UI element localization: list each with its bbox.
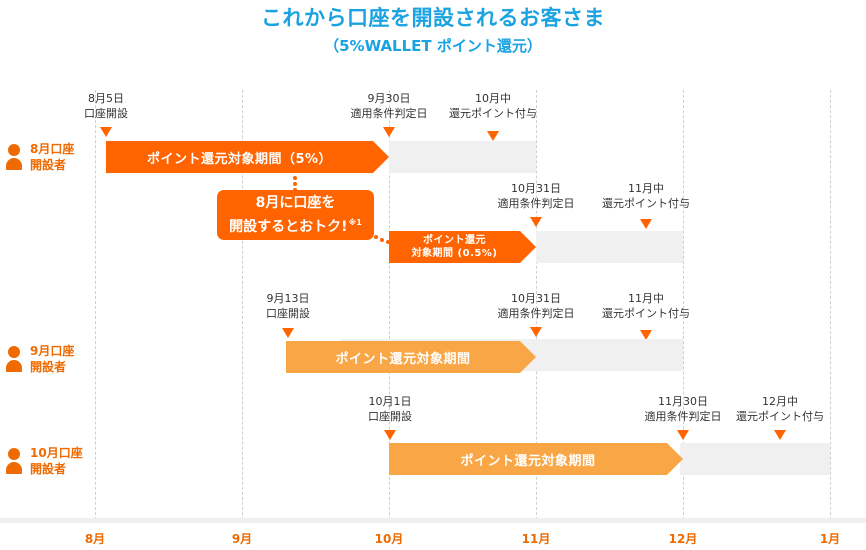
month-label: 10月	[374, 532, 404, 546]
connector-dot	[386, 240, 390, 244]
row-label-august: 8月口座 開設者	[6, 141, 74, 173]
row-label-line1: 10月口座	[30, 446, 83, 460]
arrow-tip	[520, 231, 536, 263]
marker-triangle-icon	[383, 127, 395, 137]
marker-triangle-icon	[487, 131, 499, 141]
event-label: 10月1日口座開設	[368, 395, 412, 423]
timeline-axis	[0, 518, 866, 523]
connector-dot	[380, 238, 384, 242]
event-label: 10月31日適用条件判定日	[497, 182, 575, 210]
row-label-line1: 8月口座	[30, 142, 75, 156]
page-title: これから口座を開設されるお客さま	[261, 6, 605, 30]
row-label-line1: 9月口座	[30, 344, 75, 358]
bonus-period-bar: ポイント還元対象期間 (0.5%)	[389, 231, 536, 263]
arrow-tip	[520, 341, 536, 373]
person-icon	[6, 344, 22, 374]
event-label: 11月中還元ポイント付与	[602, 182, 690, 210]
callout-line2: 開設するとおトク!	[229, 219, 348, 235]
promo-callout: 8月に口座を 開設するとおトク!※1	[217, 190, 374, 240]
person-icon	[6, 142, 22, 172]
bar-label: ポイント還元対象期間（5%）	[146, 151, 333, 167]
connector-dot	[293, 182, 297, 186]
marker-triangle-icon	[100, 127, 112, 137]
connector-dot	[374, 235, 378, 239]
marker-triangle-icon	[640, 219, 652, 229]
row-label-september: 9月口座 開設者	[6, 343, 74, 375]
arrow-tip	[667, 443, 683, 475]
month-label: 11月	[521, 532, 551, 546]
event-label: 8月5日口座開設	[84, 92, 128, 120]
month-label: 12月	[668, 532, 698, 546]
campaign-period-bar: ポイント還元対象期間	[389, 443, 683, 475]
gridline-oct	[389, 90, 390, 520]
row-label-october: 10月口座 開設者	[6, 445, 83, 477]
gridline-dec	[683, 90, 684, 520]
campaign-period-bar: ポイント還元対象期間	[286, 341, 536, 373]
marker-triangle-icon	[384, 430, 396, 440]
post-period-track	[680, 443, 830, 475]
month-label: 9月	[231, 532, 253, 546]
event-label: 10月31日適用条件判定日	[497, 292, 575, 320]
event-label: 9月13日口座開設	[266, 292, 310, 320]
campaign-period-bar: ポイント還元対象期間（5%）	[106, 141, 389, 173]
row-label-line2: 開設者	[30, 360, 67, 374]
event-label: 11月中還元ポイント付与	[602, 292, 690, 320]
row-label-line2: 開設者	[30, 158, 67, 172]
event-label: 10月中還元ポイント付与	[449, 92, 537, 120]
marker-triangle-icon	[774, 430, 786, 440]
gridline-sep	[242, 90, 243, 520]
marker-triangle-icon	[530, 217, 542, 227]
page-subtitle: （5%WALLET ポイント還元）	[324, 37, 542, 55]
month-label: 1月	[819, 532, 841, 546]
bar-label: ポイント還元対象期間	[460, 453, 596, 469]
marker-triangle-icon	[677, 430, 689, 440]
gridline-jan	[830, 90, 831, 520]
marker-triangle-icon	[282, 328, 294, 338]
footnote-mark: ※1	[348, 218, 362, 227]
marker-triangle-icon	[530, 327, 542, 337]
bar-label: ポイント還元対象期間	[335, 351, 471, 367]
row-label-line2: 開設者	[30, 462, 67, 476]
post-period-track	[389, 141, 536, 173]
arrow-tip	[373, 141, 389, 173]
event-label: 11月30日適用条件判定日	[644, 395, 722, 423]
bar-label: ポイント還元対象期間 (0.5%)	[411, 235, 498, 259]
gridline-aug	[95, 90, 96, 520]
marker-triangle-icon	[640, 330, 652, 340]
event-label: 9月30日適用条件判定日	[350, 92, 428, 120]
connector-dot	[293, 176, 297, 180]
gridline-nov	[536, 90, 537, 520]
person-icon	[6, 446, 22, 476]
month-label: 8月	[84, 532, 106, 546]
event-label: 12月中還元ポイント付与	[736, 395, 824, 423]
callout-line1: 8月に口座を	[255, 195, 336, 211]
post-period-track	[536, 231, 683, 263]
